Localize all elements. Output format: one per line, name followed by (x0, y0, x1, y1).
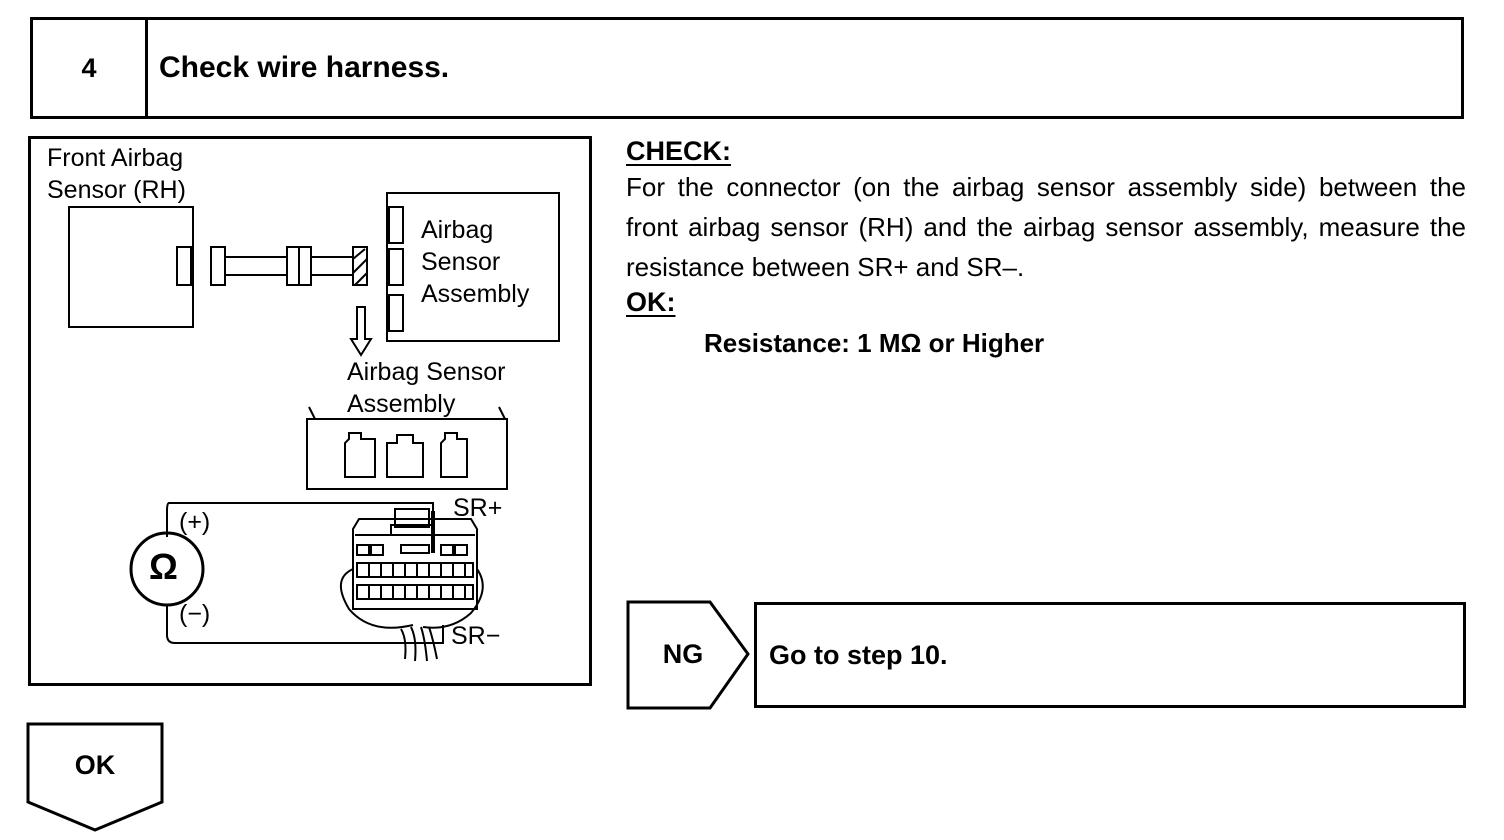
down-arrow-icon (349, 306, 373, 357)
ok-criteria-heading: OK: (626, 287, 676, 317)
ng-label: NG (662, 638, 704, 669)
front-sensor-label-line2: Sensor (RH) (47, 176, 186, 204)
ok-label: OK (74, 749, 116, 780)
ohmmeter-symbol: Ω (149, 546, 178, 587)
positive-lead (166, 502, 434, 537)
wiring-illustration: Front Airbag Sensor (RH) Airbag Sensor A… (28, 136, 592, 686)
sensor-assembly-body (386, 192, 560, 342)
assembly-label-line2: Sensor (421, 248, 501, 276)
ohmmeter-icon (129, 531, 205, 607)
front-sensor-body (68, 206, 194, 328)
step-title: Check wire harness. (159, 51, 450, 84)
step-header: 4 Check wire harness. (30, 17, 1464, 119)
probe-negative-label: (−) (179, 600, 211, 628)
front-sensor-label-line1: Front Airbag (47, 144, 184, 172)
step-number: 4 (33, 20, 148, 116)
ng-arrow-shape (626, 600, 750, 710)
harness-plug-left (210, 246, 226, 286)
connector-label-line1: Airbag Sensor (347, 358, 506, 386)
check-body: For the connector (on the airbag sensor … (626, 172, 1466, 282)
probe-positive-label: (+) (179, 508, 211, 536)
terminal-positive-label: SR+ (453, 494, 503, 522)
terminal-negative-label: SR− (451, 622, 501, 650)
assembly-label-line3: Assembly (421, 280, 530, 308)
connector-housing (306, 418, 508, 490)
wiring-diagram-drawing (68, 192, 560, 662)
resistance-spec: Resistance: 1 MΩ or Higher (704, 328, 1045, 358)
negative-lead (166, 605, 444, 644)
check-heading: CHECK: (626, 136, 731, 166)
ok-arrow-shape (26, 722, 164, 832)
harness-plug-right (352, 246, 368, 286)
assembly-label-line1: Airbag (421, 216, 494, 244)
check-section: CHECK: For the connector (on the airbag … (626, 136, 1466, 359)
front-sensor-connector (176, 246, 192, 286)
connector-label-line2: Assembly (347, 390, 456, 418)
ng-action: Go to step 10. (754, 602, 1466, 708)
